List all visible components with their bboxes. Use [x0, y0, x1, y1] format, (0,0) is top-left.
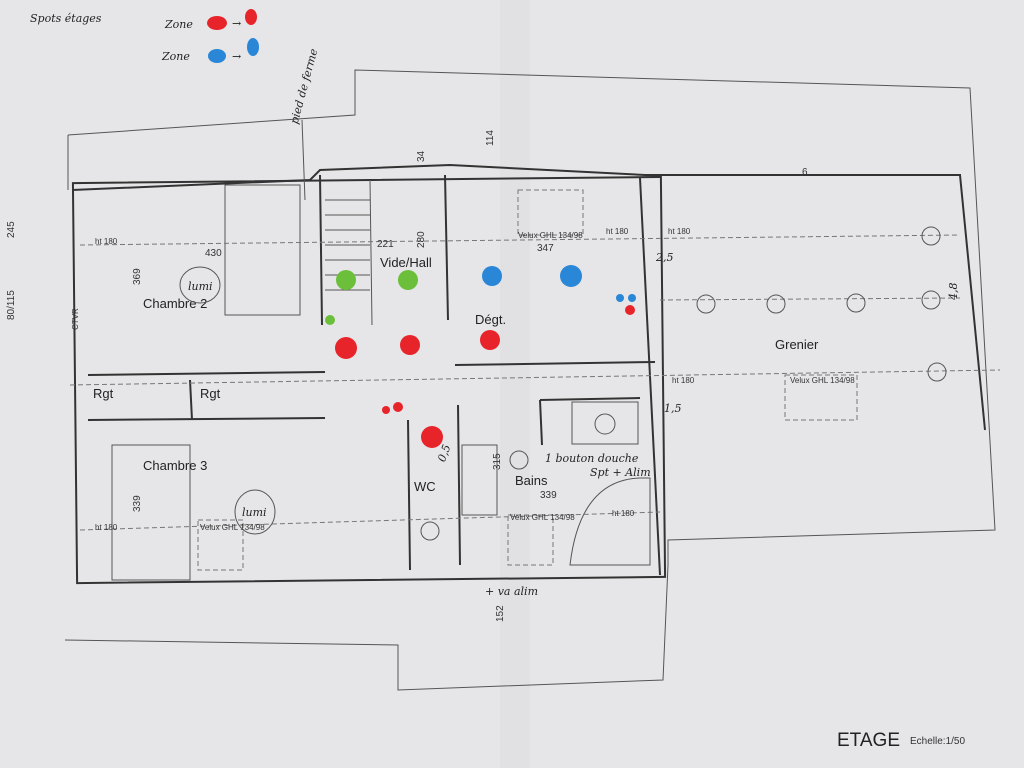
plan-scale: Echelle:1/50	[910, 736, 965, 747]
spots-red	[335, 305, 635, 448]
dim-label: 245	[6, 221, 17, 238]
room-ctvr: CTVR	[71, 308, 80, 330]
dim-label: 339	[540, 490, 557, 501]
dim-label: 4,8	[947, 283, 960, 302]
room-degt: Dégt.	[475, 312, 506, 327]
room-rgt-2: Rgt	[200, 386, 221, 401]
dim-label: 369	[132, 268, 143, 285]
dim-label: 34	[416, 150, 427, 162]
room-wc: WC	[414, 479, 436, 494]
ht-note: ht 180	[668, 227, 691, 236]
red-dot-icon	[245, 9, 257, 25]
legend-title: Spots étages	[30, 12, 102, 25]
room-bains: Bains	[515, 473, 548, 488]
room-grenier: Grenier	[775, 337, 819, 352]
room-vide-hall: Vide/Hall	[380, 255, 432, 270]
blue-dot-icon	[247, 38, 259, 56]
staircase	[325, 179, 373, 326]
ht-note: ht 180	[672, 376, 695, 385]
note-dim: 0,5	[435, 443, 453, 464]
dim-label: 221	[377, 239, 394, 250]
dim-label: 347	[537, 243, 554, 254]
ht-note: ht 180	[612, 509, 635, 518]
dim-label: 152	[495, 605, 506, 622]
blue-dot-icon	[208, 49, 226, 63]
velux-note: Velux GHL 134/98	[790, 376, 855, 385]
note-spt-alim: Spt + Alim	[590, 466, 651, 479]
dim-label: 339	[132, 495, 143, 512]
room-chambre-2: Chambre 2	[143, 296, 207, 311]
note-bouton-douche: 1 bouton douche	[545, 452, 639, 465]
svg-text:→: →	[232, 17, 241, 30]
dim-label: 280	[416, 231, 427, 248]
velux-note: Velux GHL 134/98	[518, 231, 583, 240]
dim-label: 2,5	[655, 251, 674, 264]
note-lumi: lumi	[242, 506, 267, 519]
ht-note: ht 180	[95, 523, 118, 532]
note-lumi: lumi	[188, 280, 213, 293]
velux-note: Velux GHL 134/98	[510, 513, 575, 522]
spots-blue	[482, 265, 636, 302]
red-dot-icon	[207, 16, 227, 30]
dim-label: 315	[492, 453, 503, 470]
dim-label: 6	[802, 167, 808, 178]
plan-title: ETAGE	[837, 730, 900, 751]
room-chambre-3: Chambre 3	[143, 458, 207, 473]
legend-zone-red: Zone	[164, 18, 193, 31]
dim-label: 430	[205, 248, 222, 259]
dim-label: 80/115	[6, 290, 17, 320]
velux-note: Velux GHL 134/98	[200, 523, 265, 532]
note-va-alim: + va alim	[485, 585, 538, 598]
dim-label: 1,5	[664, 402, 682, 415]
room-rgt-1: Rgt	[93, 386, 114, 401]
spots-plain	[420, 226, 947, 541]
legend-zone-blue: Zone	[161, 50, 190, 63]
ht-note: ht 180	[95, 237, 118, 246]
dim-label: 114	[485, 130, 496, 146]
ht-note: ht 180	[606, 227, 629, 236]
svg-text:→: →	[232, 50, 241, 63]
spots-green	[325, 270, 418, 325]
